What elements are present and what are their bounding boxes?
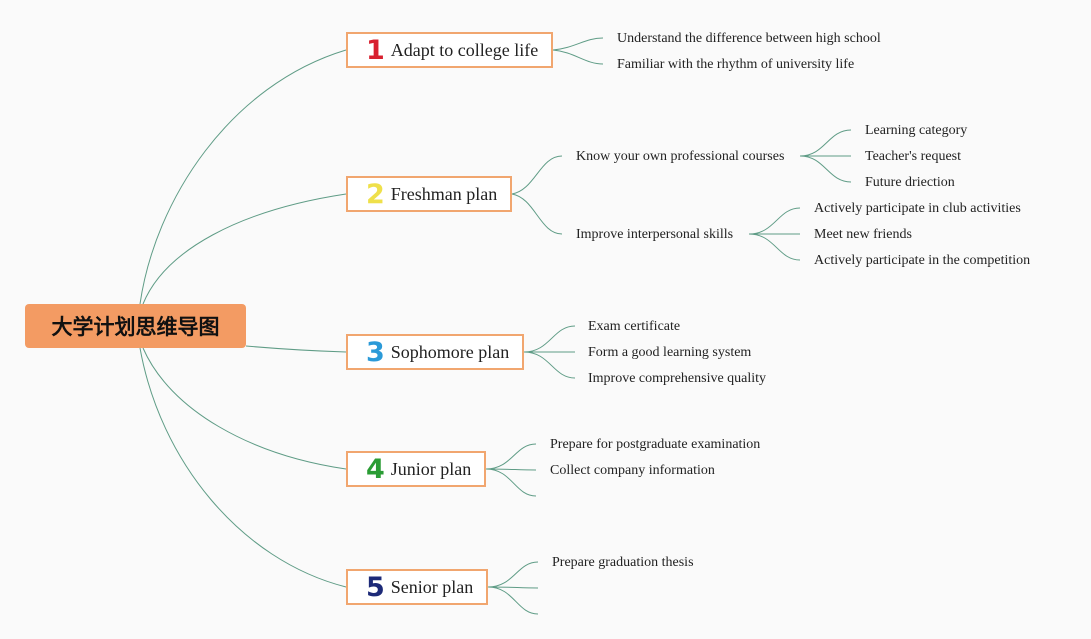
leaf-node[interactable]: Future driection — [865, 175, 955, 190]
leaf-node[interactable]: Form a good learning system — [588, 345, 752, 360]
branch-label: Adapt to college life — [390, 39, 539, 60]
link-b5-l3 — [487, 586, 539, 615]
branch-label: Junior plan — [390, 458, 472, 479]
link-b1-l1 — [552, 37, 604, 51]
leaf-node[interactable]: Teacher's request — [865, 149, 961, 164]
leaf-node[interactable]: Learning category — [865, 123, 968, 138]
sub-node[interactable]: Know your own professional courses — [576, 149, 785, 164]
link-s1-l3 — [799, 155, 852, 183]
link-s2-l1 — [748, 207, 801, 235]
branch-label: Sophomore plan — [390, 341, 510, 362]
link-root-b1 — [139, 49, 347, 305]
leaf-node[interactable]: Familiar with the rhythm of university l… — [617, 57, 855, 72]
leaf-node[interactable]: Improve comprehensive quality — [588, 371, 767, 386]
link-b3-l1 — [523, 325, 576, 353]
branch-node-senior[interactable]: 5 Senior plan — [346, 569, 488, 605]
link-b4-l3 — [485, 468, 537, 497]
number-1-icon: 1 — [366, 34, 385, 66]
link-b5-l1 — [487, 561, 539, 588]
link-b3-l3 — [523, 351, 576, 379]
leaf-node[interactable]: Actively participate in the competition — [814, 253, 1031, 268]
link-b4-l1 — [485, 443, 537, 470]
number-3-icon: 3 — [366, 336, 385, 368]
leaf-node[interactable]: Prepare graduation thesis — [552, 555, 694, 570]
number-2-icon: 2 — [366, 178, 385, 210]
link-s1-l1 — [799, 129, 852, 157]
branch-label: Senior plan — [390, 576, 474, 597]
link-b2-s1 — [511, 155, 563, 195]
sub-node[interactable]: Improve interpersonal skills — [576, 227, 734, 242]
link-root-b5 — [139, 347, 347, 588]
number-5-icon: 5 — [366, 571, 385, 603]
branch-label: Freshman plan — [390, 183, 498, 204]
link-b1-l2 — [552, 49, 604, 65]
root-title: 大学计划思维导图 — [51, 315, 220, 339]
branch-node-freshman[interactable]: 2 Freshman plan — [346, 176, 512, 212]
branch-node-adapt[interactable]: 1 Adapt to college life — [346, 32, 553, 68]
leaf-node[interactable]: Prepare for postgraduate examination — [550, 437, 761, 452]
link-b2-s2 — [511, 193, 563, 235]
leaf-node[interactable]: Actively participate in club activities — [814, 201, 1021, 216]
leaf-node[interactable]: Collect company information — [550, 463, 715, 478]
branch-node-junior[interactable]: 4 Junior plan — [346, 451, 486, 487]
number-4-icon: 4 — [366, 453, 385, 485]
link-root-b4 — [142, 347, 347, 470]
leaf-node[interactable]: Exam certificate — [588, 319, 681, 334]
root-node[interactable]: 大学计划思维导图 — [25, 304, 246, 348]
leaf-node[interactable]: Understand the difference between high s… — [617, 31, 881, 46]
link-root-b3 — [245, 345, 347, 353]
link-s2-l3 — [748, 233, 801, 261]
link-root-b2 — [142, 193, 347, 305]
leaf-node[interactable]: Meet new friends — [814, 227, 912, 242]
branch-node-sophomore[interactable]: 3 Sophomore plan — [346, 334, 524, 370]
